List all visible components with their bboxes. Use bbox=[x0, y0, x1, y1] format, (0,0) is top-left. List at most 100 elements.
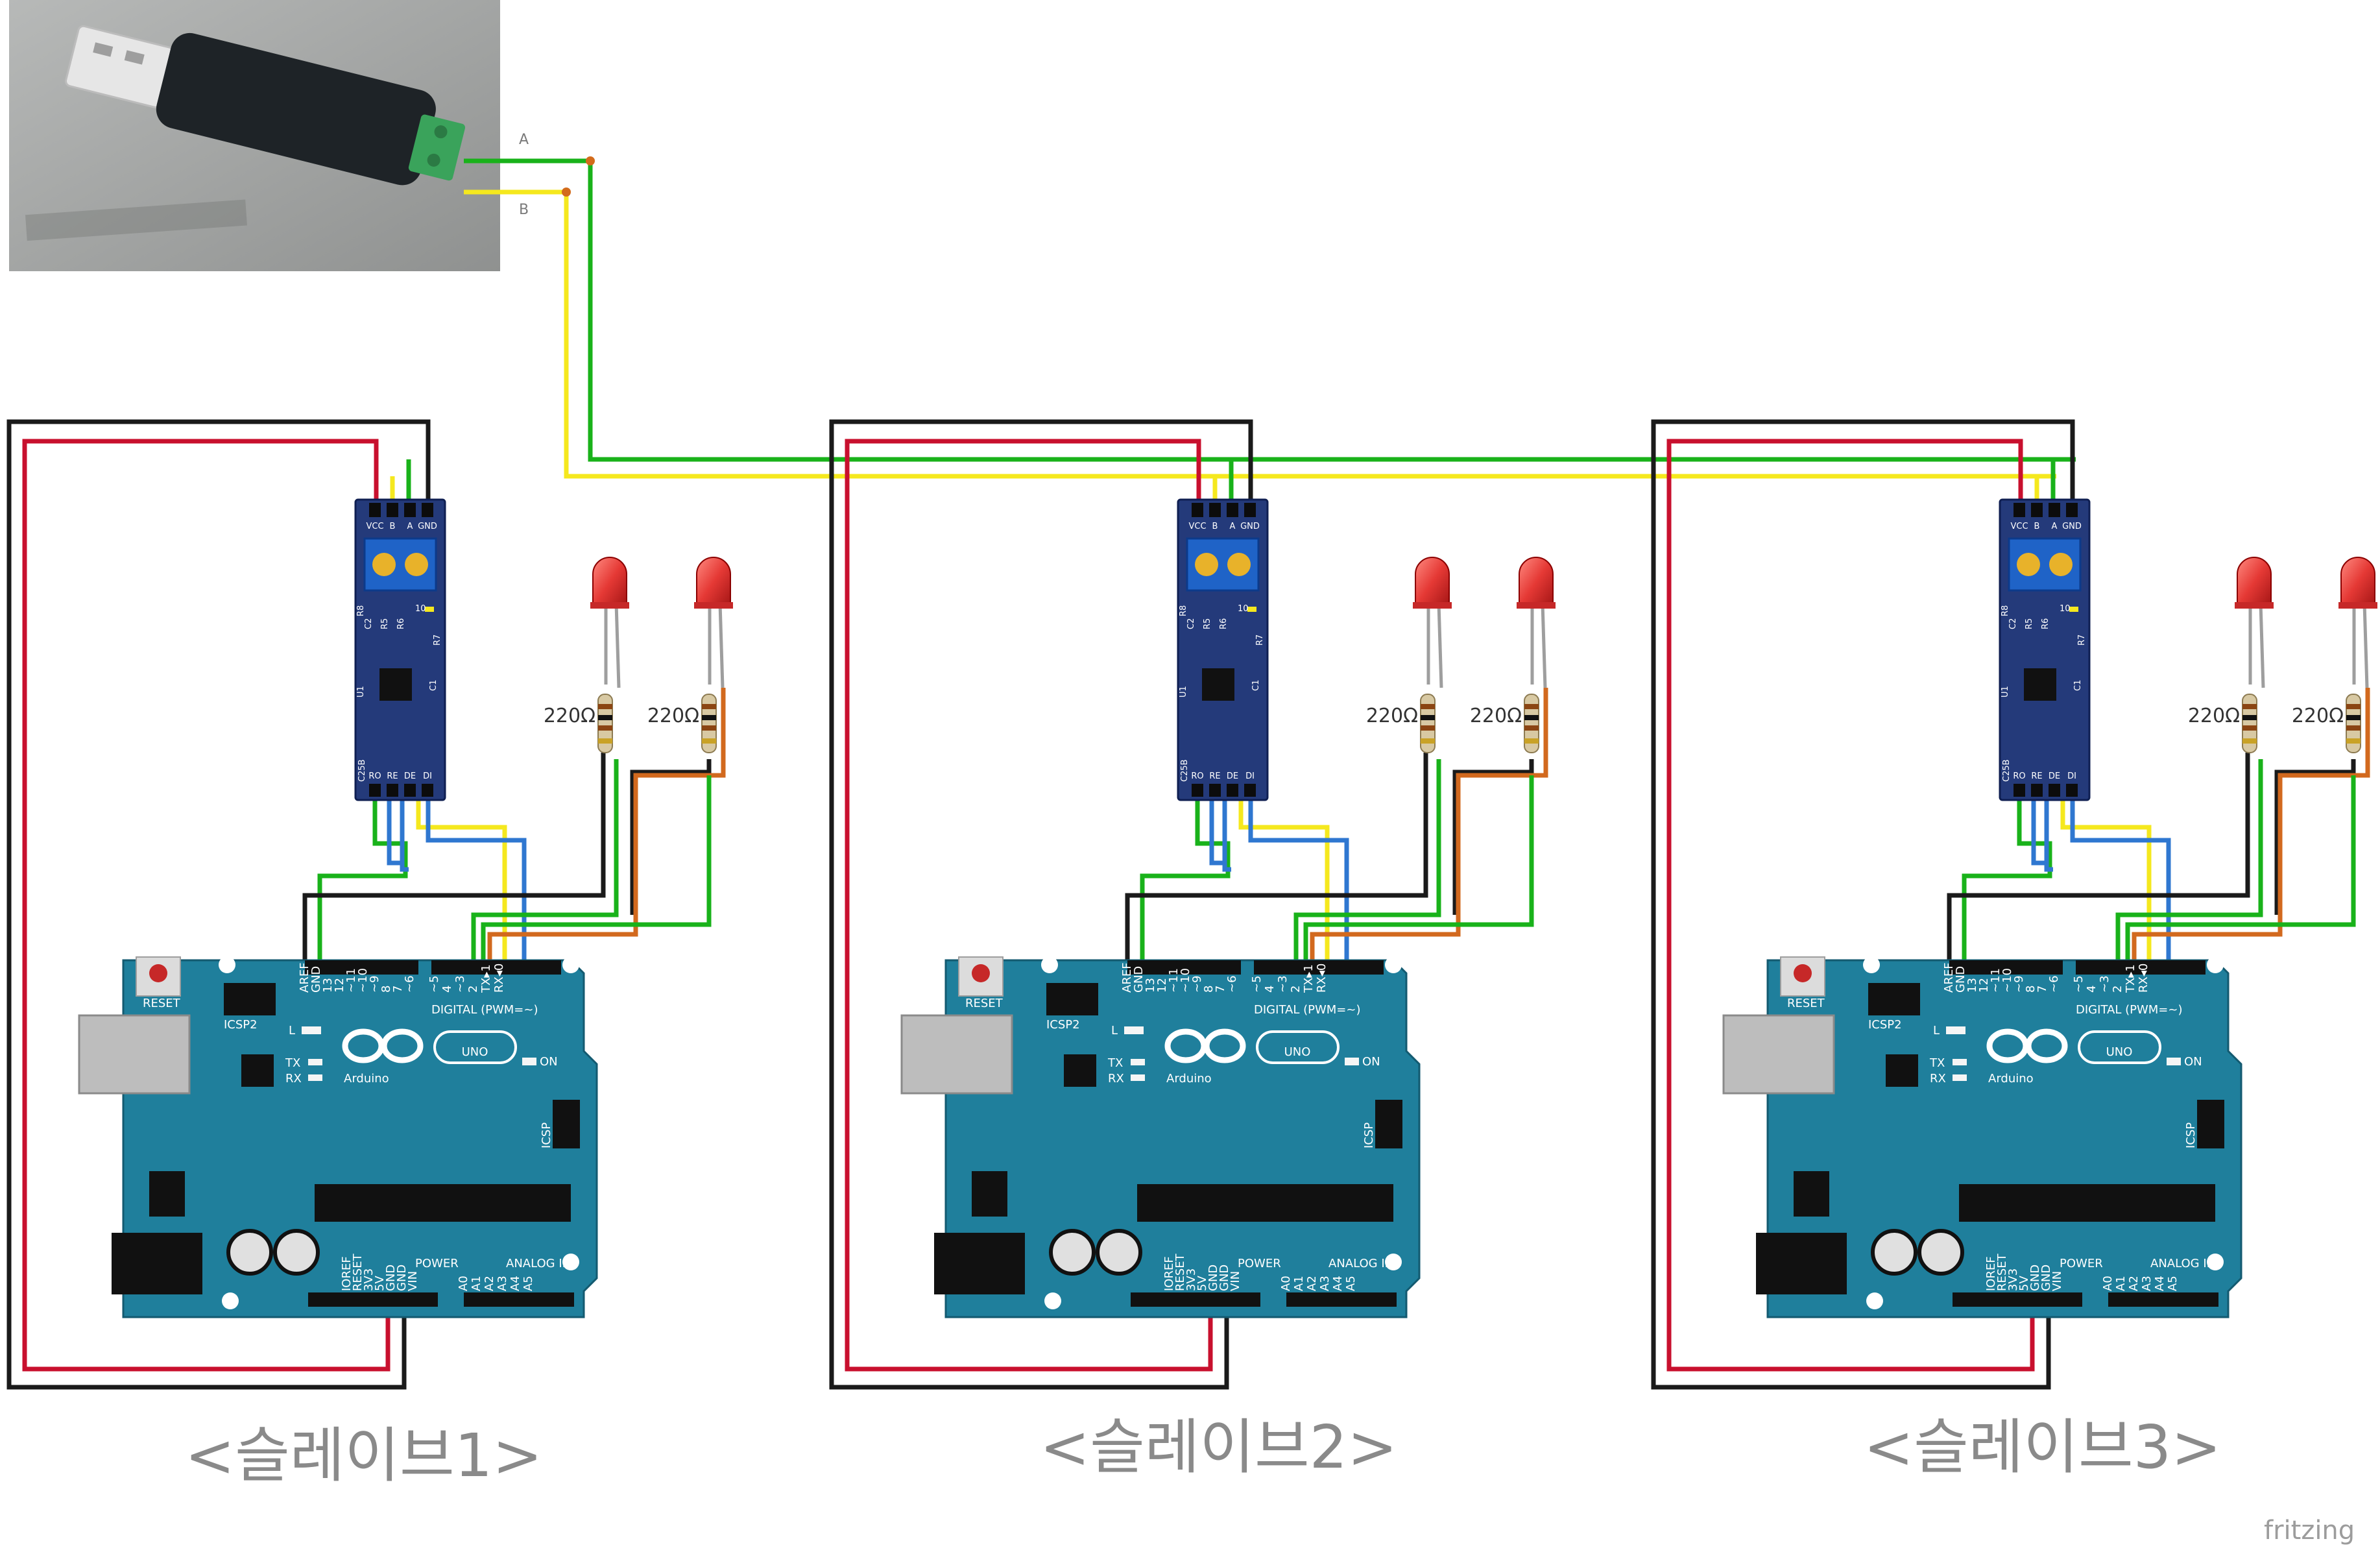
rs485-bottom-pin-di-2 bbox=[1244, 784, 1256, 797]
rs485-bottom-pin-de-1 bbox=[404, 784, 416, 797]
led-2-rim-1 bbox=[694, 602, 733, 609]
usb-chip-1 bbox=[241, 1054, 274, 1087]
rs485-bottom-label-di-1: DI bbox=[423, 771, 432, 781]
top-pin-label-1-3: GND bbox=[1954, 966, 1967, 993]
icsp2-header-2 bbox=[1046, 983, 1098, 1015]
l-label-1: L bbox=[289, 1024, 295, 1037]
barrel-jack-1 bbox=[112, 1233, 202, 1294]
on-label-1: ON bbox=[540, 1055, 558, 1069]
resistor-1-2: 220Ω bbox=[1366, 694, 1436, 753]
power-header-2 bbox=[1131, 1292, 1260, 1307]
resistor-2-band-1-1 bbox=[702, 715, 716, 720]
rs485-pin-label-a-1: A bbox=[407, 522, 413, 531]
rs485-bottom-pin-de-3 bbox=[2049, 784, 2060, 797]
digital-header-low-3 bbox=[2076, 960, 2206, 975]
bottom-pin-label-5-1: GND bbox=[395, 1265, 409, 1291]
led-1-rim-3 bbox=[2235, 602, 2274, 609]
rs485-bottom-label-de-1: DE bbox=[404, 771, 416, 781]
mounting-hole-2-1 bbox=[222, 1292, 239, 1309]
power-label-1: POWER bbox=[415, 1257, 459, 1270]
led-2-rim-3 bbox=[2338, 602, 2377, 609]
led2-wire-3 bbox=[2132, 688, 2370, 967]
gnd-loop-wire-3 bbox=[1651, 419, 2075, 1390]
top-pin-label-6-2: ~9 bbox=[1190, 975, 1204, 993]
led-gnd-wire-3 bbox=[2274, 759, 2356, 915]
rx-led-1 bbox=[308, 1074, 322, 1081]
top-pin-label-3-2: 12 bbox=[1155, 978, 1169, 993]
led-2-leg-2-1 bbox=[718, 603, 725, 688]
bottom-pin-label-6-1: VIN bbox=[406, 1271, 420, 1291]
digital-header-low-1 bbox=[431, 960, 561, 975]
uno-badge-2 bbox=[1256, 1030, 1340, 1064]
usb-adapter-photo bbox=[9, 0, 500, 271]
bottom-pin-label-4-2: GND bbox=[1207, 1265, 1220, 1291]
rs485-label-r5-1: R5 bbox=[380, 618, 390, 629]
mounting-hole-2-3 bbox=[1866, 1292, 1883, 1309]
bottom-pin-label-7-1: A0 bbox=[457, 1276, 470, 1291]
reset-button-1 bbox=[149, 964, 167, 982]
bottom-pin-label-5-3: GND bbox=[2039, 1265, 2053, 1291]
top-pin-label-15-1: RX◂0 bbox=[492, 964, 506, 993]
led-1-rim-2 bbox=[1413, 602, 1452, 609]
top-pin-label-11-1: 4 bbox=[440, 986, 454, 993]
bottom-pin-label-5-2: GND bbox=[1218, 1265, 1231, 1291]
on-led-1 bbox=[522, 1058, 536, 1065]
power-header-3 bbox=[1953, 1292, 2082, 1307]
rs485-label-u1-2: U1 bbox=[1179, 686, 1188, 697]
led-1-body-3 bbox=[2237, 557, 2272, 607]
l-led-2 bbox=[1124, 1026, 1144, 1034]
analog-header-2 bbox=[1286, 1292, 1397, 1307]
resistor-1-band-0-3 bbox=[2242, 704, 2257, 709]
led-2-2 bbox=[1517, 557, 1556, 688]
led1-wire-2 bbox=[1293, 759, 1441, 967]
gnd-led-wire-2 bbox=[1125, 753, 1428, 967]
top-pin-label-0-3: AREF bbox=[1942, 962, 1956, 993]
rs485-label-u1-1: U1 bbox=[356, 686, 366, 697]
top-pin-label-7-2: 8 bbox=[1202, 986, 1216, 993]
rs485-pin-label-vcc-3: VCC bbox=[2010, 522, 2028, 531]
vcc-loop-wire-3 bbox=[1666, 439, 2035, 1372]
arduino-logo-right-1 bbox=[381, 1028, 424, 1063]
screw-terminal bbox=[408, 114, 466, 181]
bottom-pin-label-0-3: IOREF bbox=[1984, 1256, 1998, 1291]
icsp-header-3 bbox=[2197, 1100, 2224, 1148]
icsp-label-2: ICSP bbox=[1362, 1122, 1376, 1148]
uno-label-3: UNO bbox=[2106, 1045, 2133, 1059]
top-pin-label-5-3: ~10 bbox=[2001, 968, 2014, 993]
led-2-1 bbox=[694, 557, 733, 688]
top-pin-label-8-1: 7 bbox=[391, 986, 405, 993]
top-pin-label-7-1: 8 bbox=[379, 986, 393, 993]
regulator-3 bbox=[1794, 1171, 1829, 1217]
mounting-hole-1-1 bbox=[562, 956, 579, 973]
de-wire-2 bbox=[1222, 798, 1231, 872]
junction-b bbox=[562, 188, 571, 197]
re-wire-3 bbox=[2031, 798, 2047, 866]
rs485-label-u1-3: U1 bbox=[2001, 686, 2010, 697]
regulator-1 bbox=[149, 1171, 185, 1217]
rx-label-3: RX bbox=[1930, 1072, 1946, 1085]
l-label-3: L bbox=[1933, 1024, 1940, 1037]
regulator-2 bbox=[972, 1171, 1007, 1217]
resistor-2-band-2-3 bbox=[2346, 725, 2361, 731]
resistor-2-label-1: 220Ω bbox=[647, 705, 699, 727]
resistor-1-band-2-2 bbox=[1421, 725, 1435, 731]
ro-wire-2 bbox=[1140, 798, 1231, 967]
top-pin-label-12-3: ~3 bbox=[2098, 975, 2111, 993]
wires bbox=[6, 156, 2370, 1390]
l-led-1 bbox=[302, 1026, 321, 1034]
rs485-label-c25b-2: C25B bbox=[1180, 759, 1190, 782]
rs485-pin-b-2 bbox=[1209, 503, 1221, 517]
digital-label-2: DIGITAL (PWM=~) bbox=[1254, 1003, 1360, 1017]
top-pin-label-1-1: GND bbox=[309, 966, 323, 993]
digital-header-low-2 bbox=[1254, 960, 1384, 975]
bottom-pin-label-3-1: 5V bbox=[373, 1276, 387, 1291]
top-pin-label-13-1: 2 bbox=[466, 986, 480, 993]
rs485-led-1 bbox=[425, 607, 434, 612]
resistor-1-3: 220Ω bbox=[2188, 694, 2257, 753]
top-pin-label-15-2: RX◂0 bbox=[1315, 964, 1328, 993]
rx-led-2 bbox=[1131, 1074, 1145, 1081]
bottom-pin-label-8-1: A1 bbox=[470, 1276, 483, 1291]
rs485-chip-2 bbox=[1202, 668, 1234, 701]
digital-header-high-2 bbox=[1127, 960, 1241, 975]
